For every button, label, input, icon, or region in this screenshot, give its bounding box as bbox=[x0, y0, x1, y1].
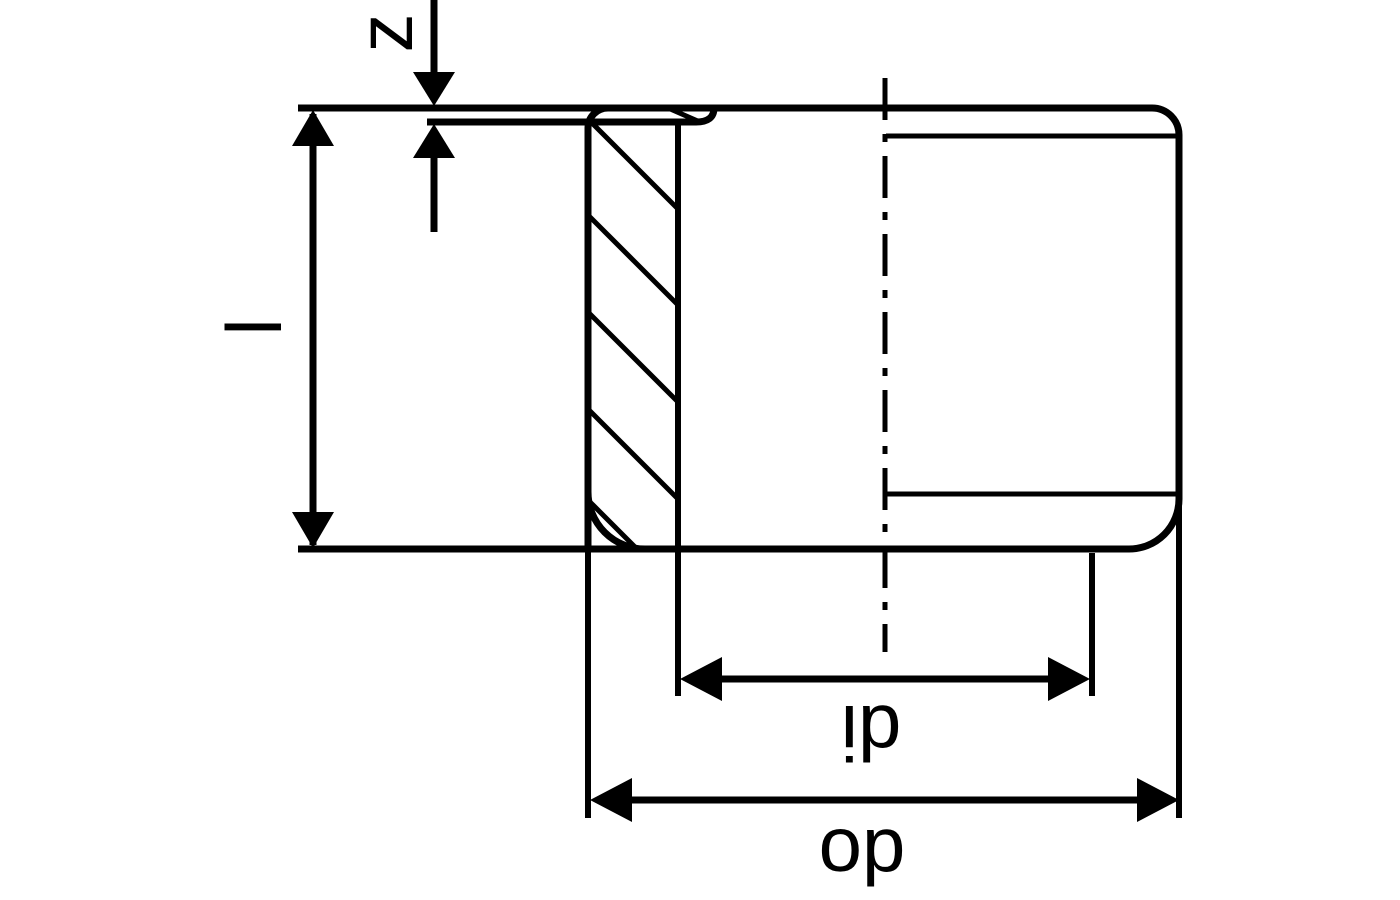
dimension-di: di bbox=[680, 553, 1095, 777]
cap-outer-profile bbox=[298, 104, 1183, 553]
cap-left-wall bbox=[584, 104, 609, 549]
hatch-line bbox=[588, 308, 678, 406]
section-hatching bbox=[588, 122, 678, 549]
hatch-line bbox=[588, 405, 678, 503]
hatch-line bbox=[588, 122, 678, 213]
dimension-do: do bbox=[585, 499, 1182, 900]
do-label: do bbox=[819, 813, 906, 900]
do-arrow-left bbox=[590, 778, 632, 822]
z-arrow-down bbox=[413, 72, 455, 106]
l-arrow-down bbox=[292, 512, 334, 548]
di-arrow-left bbox=[680, 657, 722, 701]
z-label: z bbox=[341, 14, 429, 53]
z-arrow-up bbox=[413, 124, 455, 158]
bottom-left-fillet-arc bbox=[584, 491, 646, 553]
hatch-line bbox=[588, 211, 678, 309]
l-arrow-up bbox=[292, 110, 334, 146]
dimension-z: z bbox=[341, 0, 455, 232]
do-arrow-right bbox=[1137, 778, 1179, 822]
hatch-line bbox=[588, 496, 641, 549]
end-wall-band-diagonal bbox=[666, 105, 702, 125]
di-label: di bbox=[841, 689, 902, 777]
cap-outline bbox=[298, 104, 1183, 696]
dimension-l: l bbox=[210, 110, 334, 548]
l-label: l bbox=[210, 318, 298, 335]
di-arrow-right bbox=[1048, 657, 1090, 701]
